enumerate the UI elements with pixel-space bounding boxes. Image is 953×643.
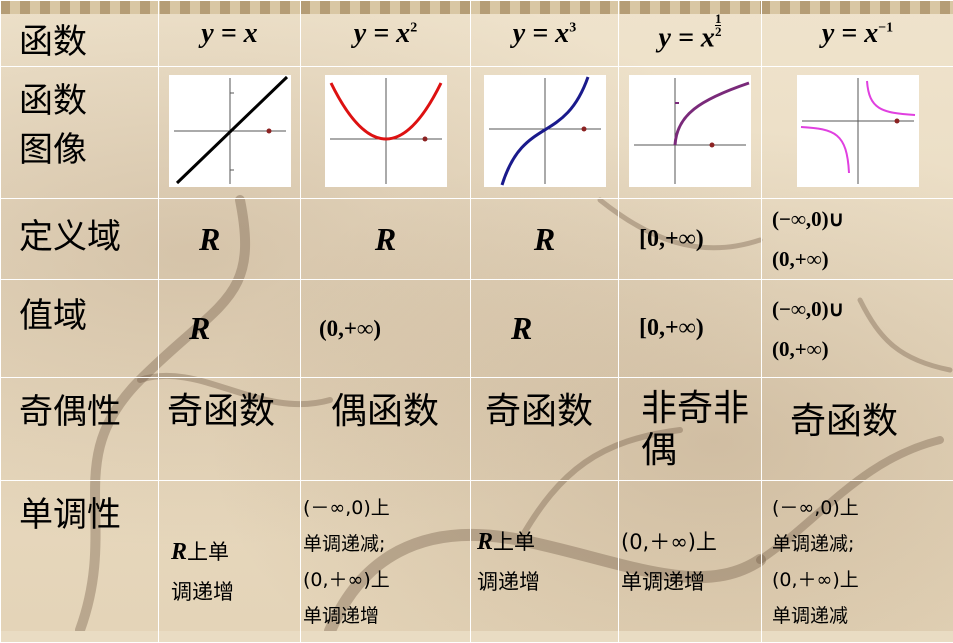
mono-quadratic: (－∞,0)上单调递减; (0,＋∞)上单调递增 [301, 481, 471, 643]
mono-sqrt: (0,＋∞)上单调递增 [619, 481, 762, 643]
func-y-x: y = x [159, 1, 301, 67]
parity-sqrt: 非奇非偶 [619, 378, 762, 481]
monotonicity-row: 单调性 R上单 调递增 (－∞,0)上单调递减; (0,＋∞)上单调递增 R上单… [1, 481, 953, 643]
parity-cubic: 奇函数 [471, 378, 619, 481]
range-linear: R [159, 280, 301, 378]
func-y-x-neg1: y = x−1 [762, 1, 953, 67]
range-reciprocal: (−∞,0)∪(0,+∞) [762, 280, 953, 378]
domain-quadratic: R [301, 199, 471, 280]
domain-reciprocal: (−∞,0)∪(0,+∞) [762, 199, 953, 280]
domain-cubic: R [471, 199, 619, 280]
row-label-domain: 定义域 [1, 199, 159, 280]
row-label-monotonicity: 单调性 [1, 481, 159, 643]
func-y-x3: y = x3 [471, 1, 619, 67]
range-sqrt: [0,+∞) [619, 280, 762, 378]
graph-sqrt [619, 67, 762, 199]
graph-row: 函数图像 [1, 67, 953, 199]
func-y-x2: y = x2 [301, 1, 471, 67]
domain-linear: R [159, 199, 301, 280]
domain-row: 定义域 R R R [0,+∞) (−∞,0)∪(0,+∞) [1, 199, 953, 280]
parity-row: 奇偶性 奇函数 偶函数 奇函数 非奇非偶 奇函数 [1, 378, 953, 481]
parity-reciprocal: 奇函数 [762, 378, 953, 481]
graph-cubic [471, 67, 619, 199]
row-label-range: 值域 [1, 280, 159, 378]
domain-sqrt: [0,+∞) [619, 199, 762, 280]
row-label-graph: 函数图像 [1, 67, 159, 199]
row-label-function: 函数 [1, 1, 159, 67]
row-label-parity: 奇偶性 [1, 378, 159, 481]
graph-linear [159, 67, 301, 199]
parity-quadratic: 偶函数 [301, 378, 471, 481]
parity-linear: 奇函数 [159, 378, 301, 481]
range-row: 值域 R (0,+∞) R [0,+∞) (−∞,0)∪(0,+∞) [1, 280, 953, 378]
mono-linear: R上单 调递增 [159, 481, 301, 643]
graph-reciprocal [762, 67, 953, 199]
range-cubic: R [471, 280, 619, 378]
mono-reciprocal: (－∞,0)上单调递减; (0,＋∞)上单调递减 [762, 481, 953, 643]
range-quadratic: (0,+∞) [301, 280, 471, 378]
mono-cubic: R上单 调递增 [471, 481, 619, 643]
graph-quadratic [301, 67, 471, 199]
